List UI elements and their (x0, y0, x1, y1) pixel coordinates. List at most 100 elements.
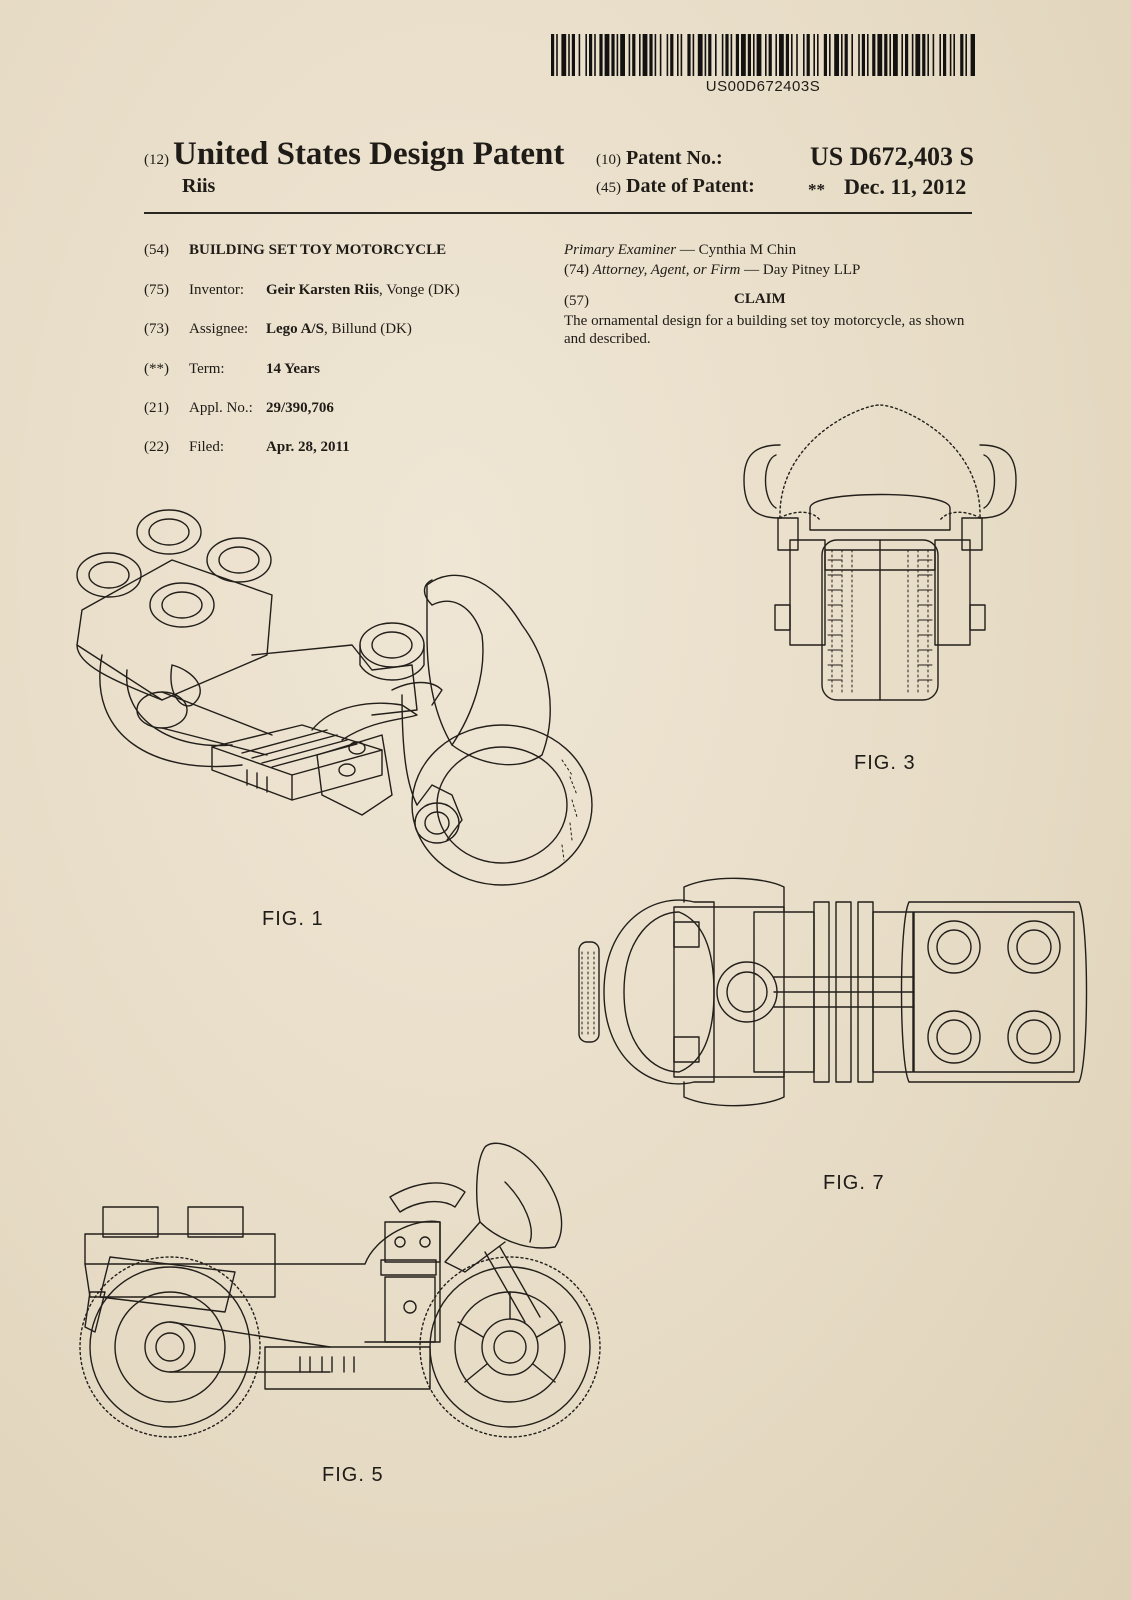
examiner-name: — Cynthia M Chin (676, 242, 797, 258)
biblio-appl-row: (21) Appl. No.: 29/390,706 (144, 399, 334, 417)
barcode-bar (561, 34, 567, 76)
code-10: (10) (596, 152, 621, 168)
biblio-assignee-row: (73)Assignee:Lego A/S, Billund (DK) (144, 320, 412, 338)
barcode-bar (965, 34, 967, 76)
claim-text: The ornamental design for a building set… (564, 313, 965, 347)
barcode-bar (932, 34, 935, 76)
barcode-bar (649, 34, 653, 76)
appl-value: 29/390,706 (266, 400, 334, 416)
barcode-bar (735, 34, 739, 76)
barcode-bar (970, 34, 975, 76)
barcode-bar (697, 34, 703, 76)
barcode-bar (620, 34, 625, 76)
fig-7-drawing (578, 877, 1088, 1107)
barcode-bar (639, 34, 641, 76)
barcode-bar (893, 34, 898, 76)
code-45: (45) (596, 180, 621, 196)
examiner-label: Primary Examiner (564, 242, 677, 258)
inventor-place: , Vonge (DK) (379, 282, 460, 298)
inventor-name: Geir Karsten Riis (266, 282, 380, 298)
attorney-row: (74) Attorney, Agent, or Firm — Day Pitn… (564, 261, 860, 279)
barcode-bar (725, 34, 729, 76)
patent-type-heading: (12) United States Design Patent (144, 136, 564, 173)
date-marker: ** (808, 180, 825, 199)
barcode-bar (747, 34, 751, 76)
barcode-bar (551, 34, 555, 76)
fig-1-drawing (76, 509, 593, 886)
barcode-bar (872, 34, 876, 76)
filed-code: (22) (144, 439, 169, 455)
fig-3-label: FIG. 3 (854, 752, 916, 774)
barcode-number: US00D672403S (705, 78, 821, 95)
fig-1-label: FIG. 1 (262, 908, 324, 930)
claim-heading: CLAIM (734, 291, 786, 307)
barcode-bar (741, 34, 746, 76)
barcode-bar (817, 34, 819, 76)
inventor-surname: Riis (182, 175, 216, 197)
barcode-bar (680, 34, 683, 76)
barcode-bar (915, 34, 921, 76)
barcode-bar (589, 34, 593, 76)
barcode-bar (616, 34, 619, 76)
barcode-bar (578, 34, 581, 76)
barcode-bar (670, 34, 674, 76)
appl-label: Appl. No.: (189, 400, 253, 416)
barcode-bar (715, 34, 717, 76)
barcode-bar (939, 34, 941, 76)
barcode-bar (877, 34, 883, 76)
barcode-bar (556, 34, 558, 76)
fig-5-drawing (79, 1142, 601, 1438)
barcode-bar (901, 34, 903, 76)
barcode-bar (803, 34, 805, 76)
appl-code: (21) (144, 400, 169, 416)
barcode-bar (834, 34, 839, 76)
term-code: (**) (144, 361, 169, 377)
barcode-bar (785, 34, 789, 76)
barcode-bar (775, 34, 777, 76)
barcode-bar (753, 34, 755, 76)
barcode-bar (829, 34, 831, 76)
title-code: (54) (144, 242, 169, 258)
barcode-bar (905, 34, 909, 76)
barcode-bar (692, 34, 695, 76)
barcode-bar (571, 34, 575, 76)
barcode-bar (628, 34, 631, 76)
barcode-bar (765, 34, 767, 76)
date-of-patent: Dec. 11, 2012 (844, 174, 967, 199)
assignee-code: (73) (144, 321, 169, 337)
barcode-bar (791, 34, 793, 76)
barcode-bar (844, 34, 848, 76)
barcode-bar (841, 34, 843, 76)
barcode (551, 34, 975, 76)
barcode-bar (922, 34, 926, 76)
inventor-label: Inventor: (189, 282, 244, 298)
header-divider (144, 212, 972, 214)
patent-title-heading: United States Design Patent (173, 136, 565, 172)
barcode-bar (806, 34, 810, 76)
biblio-term-row: (**)Term:14 Years (144, 360, 320, 378)
attorney-name: — Day Pitney LLP (740, 262, 861, 278)
barcode-bar (708, 34, 712, 76)
barcode-bar (884, 34, 888, 76)
barcode-bar (796, 34, 798, 76)
barcode-bar (677, 34, 679, 76)
barcode-bar (861, 34, 865, 76)
barcode-bar (704, 34, 707, 76)
invention-title: BUILDING SET TOY MOTORCYCLE (189, 242, 447, 258)
barcode-bar (851, 34, 853, 76)
barcode-bar (604, 34, 610, 76)
barcode-bar (666, 34, 669, 76)
barcode-bar (867, 34, 869, 76)
attorney-code: (74) (564, 262, 589, 278)
attorney-label: Attorney, Agent, or Firm (592, 262, 741, 278)
barcode-bar (768, 34, 772, 76)
barcode-bar (779, 34, 784, 76)
fig-5-label: FIG. 5 (322, 1464, 384, 1486)
filed-value: Apr. 28, 2011 (266, 439, 350, 455)
barcode-bar (927, 34, 929, 76)
barcode-bar (642, 34, 648, 76)
date-of-patent-label: (45) Date of Patent: (596, 175, 755, 198)
assignee-place: , Billund (DK) (323, 321, 412, 337)
biblio-title-row: (54) BUILDING SET TOY MOTORCYCLE (144, 241, 446, 259)
barcode-bar (721, 34, 724, 76)
